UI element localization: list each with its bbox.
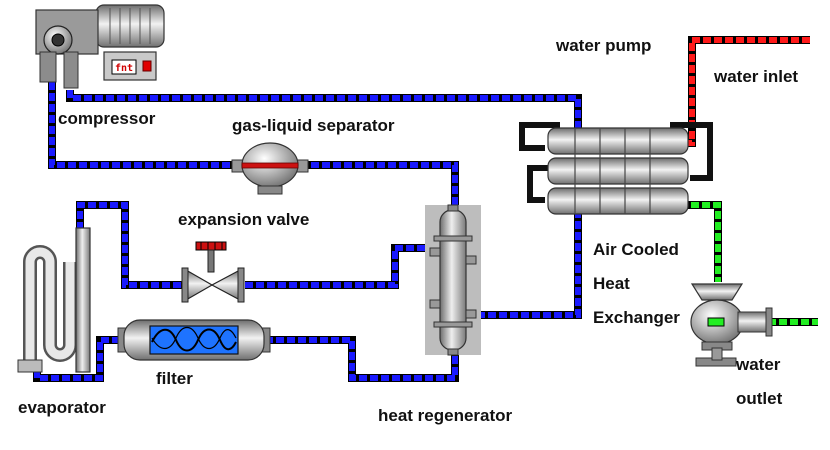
air-cooled-heat-exchanger — [519, 122, 713, 215]
compressor: fnt — [35, 4, 165, 89]
water-pump — [690, 283, 773, 367]
cold-water-pipe-exchanger-to-pump — [680, 202, 721, 282]
gas-liquid-separator — [231, 142, 309, 195]
refrigerant-pipe-exchanger-to-separator — [49, 82, 240, 168]
label-gas-liquid-separator: gas-liquid separator — [232, 116, 395, 135]
label-expansion-valve: expansion valve — [178, 210, 310, 229]
refrigerant-pipe-evaporator-to-valve — [77, 202, 188, 288]
label-air-cooled-line3: Exchanger — [593, 308, 680, 327]
label-water-pump: water pump — [556, 36, 652, 55]
refrigerant-pipe-evaporator-to-filter — [34, 337, 122, 381]
refrigerant-pipe-exchanger-to-regenerator — [478, 210, 581, 318]
label-evaporator: evaporator — [18, 398, 106, 417]
label-compressor: compressor — [58, 109, 156, 128]
cold-water-pipe-network — [680, 201, 818, 326]
label-filter: filter — [156, 369, 193, 388]
filter — [117, 319, 271, 361]
label-air-cooled-line1: Air Cooled — [593, 240, 679, 259]
refrigerant-pipe-valve-to-regenerator — [245, 245, 430, 288]
refrigerant-pipe-separator-to-regenerator — [300, 162, 458, 205]
refrigerant-pipe-compressor-to-exchanger — [67, 90, 581, 140]
label-water-outlet-line1: water — [736, 355, 781, 374]
label-water-inlet: water inlet — [714, 67, 799, 86]
refrigerant-pipe-network — [33, 82, 582, 382]
label-heat-regenerator: heat regenerator — [378, 406, 513, 425]
heat-regenerator — [425, 204, 481, 356]
expansion-valve — [181, 241, 245, 303]
evaporator — [17, 227, 91, 373]
motor-display — [111, 59, 137, 75]
refrigerant-pipe-filter-to-regenerator — [265, 337, 458, 381]
separator-band — [241, 162, 299, 169]
label-air-cooled-line2: Heat — [593, 274, 630, 293]
label-water-outlet-line2: outlet — [736, 389, 783, 408]
motor-display-text: fnt — [115, 63, 133, 74]
